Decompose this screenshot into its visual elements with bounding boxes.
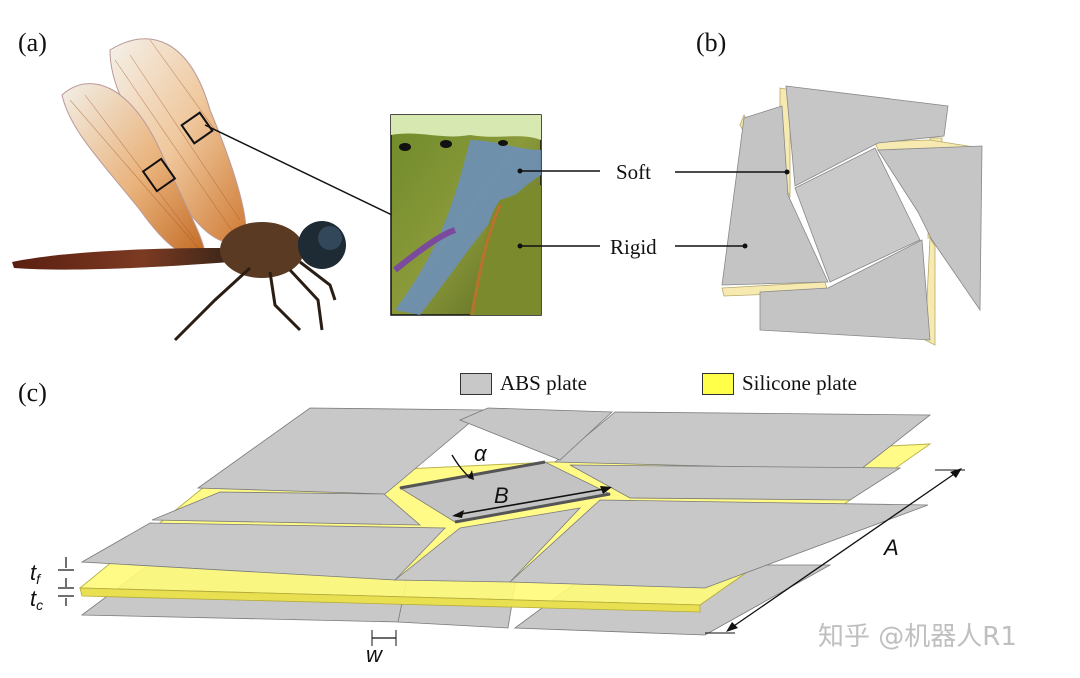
legend-abs-label: ABS plate bbox=[500, 371, 587, 395]
layered-plate-structure bbox=[58, 407, 965, 646]
tc-label: tc bbox=[30, 586, 43, 613]
silicone-swatch bbox=[702, 372, 734, 395]
dimension-b-label: B bbox=[494, 483, 509, 508]
panel-label-b: (b) bbox=[696, 28, 727, 57]
legend-abs: ABS plate bbox=[460, 371, 587, 396]
alpha-label: α bbox=[474, 441, 487, 466]
micrograph-image bbox=[390, 114, 600, 316]
tf-label: tf bbox=[30, 560, 40, 587]
tc-sub: c bbox=[36, 597, 44, 613]
legend-silicone-label: Silicone plate bbox=[742, 371, 857, 395]
watermark: 知乎 @机器人R1 bbox=[818, 622, 1017, 652]
abs-swatch bbox=[460, 372, 492, 395]
dragonfly-illustration bbox=[12, 38, 393, 342]
legend-silicone: Silicone plate bbox=[702, 371, 857, 396]
dimension-w-label: w bbox=[366, 642, 382, 667]
panel-label-a: (a) bbox=[18, 28, 47, 57]
pinwheel-structure bbox=[675, 85, 983, 346]
tf-sub: f bbox=[36, 571, 41, 587]
rigid-callout: Rigid bbox=[610, 235, 657, 259]
panel-label-c: (c) bbox=[18, 378, 47, 407]
soft-callout: Soft bbox=[616, 160, 652, 184]
dimension-a-label: A bbox=[884, 535, 899, 560]
tc-main: t bbox=[30, 586, 37, 611]
tf-main: t bbox=[30, 560, 37, 585]
